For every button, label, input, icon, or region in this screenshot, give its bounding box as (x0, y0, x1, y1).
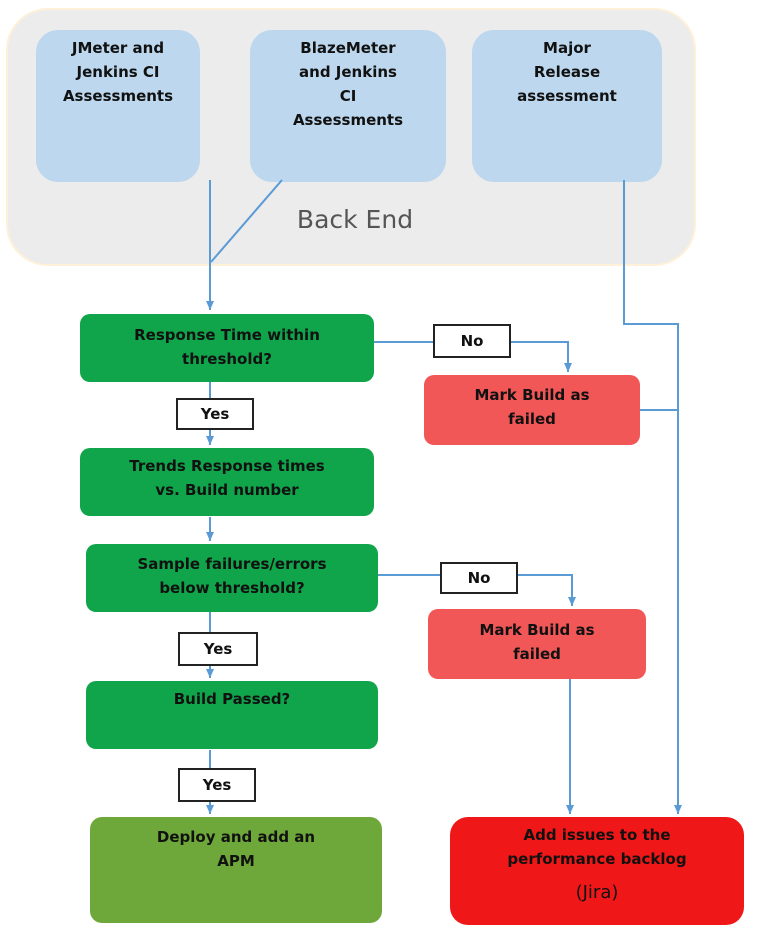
blazemeter-jenkins-label: BlazeMeter and Jenkins CI Assessments (292, 39, 404, 129)
jira-label: (Jira) (575, 882, 619, 903)
add-issues-box: Add issues to the performance backlog (J… (450, 817, 744, 925)
jmeter-jenkins-box: JMeter and Jenkins CI Assessments (36, 30, 200, 182)
trends-box: Trends Response times vs. Build number (80, 448, 374, 516)
deploy-box: Deploy and add an APM (90, 817, 382, 923)
deploy-label: Deploy and add an APM (156, 828, 316, 870)
jmeter-jenkins-label: JMeter and Jenkins CI Assessments (62, 39, 174, 105)
blazemeter-diagonal-line (210, 179, 283, 263)
response-time-label: Response Time within threshold? (134, 326, 320, 368)
add-issues-label: Add issues to the performance backlog (507, 826, 687, 868)
mark-failed-label-2: Mark Build as failed (479, 621, 595, 663)
mark-failed-label-1: Mark Build as failed (474, 386, 590, 428)
build-passed-label: Build Passed? (173, 690, 291, 708)
sample-failures-box: Sample failures/errors below threshold? (86, 544, 378, 612)
mark-failed-box-2: Mark Build as failed (428, 609, 646, 679)
major-release-label: Major Release assessment (517, 39, 617, 105)
yes-tag-1: Yes (176, 398, 254, 430)
sample-failures-label: Sample failures/errors below threshold? (137, 555, 327, 597)
yes-tag-3: Yes (178, 768, 256, 802)
back-end-label: Back End (296, 205, 414, 234)
response-time-box: Response Time within threshold? (80, 314, 374, 382)
release-to-issues-line (623, 180, 682, 814)
no-tag-1: No (433, 324, 511, 358)
blazemeter-jenkins-box: BlazeMeter and Jenkins CI Assessments (250, 30, 446, 182)
yes-tag-2: Yes (178, 632, 258, 666)
mark-failed-box-1: Mark Build as failed (424, 375, 640, 445)
major-release-box: Major Release assessment (472, 30, 662, 182)
trends-label: Trends Response times vs. Build number (129, 457, 325, 499)
no-tag-2: No (440, 562, 518, 594)
build-passed-box: Build Passed? (86, 681, 378, 749)
